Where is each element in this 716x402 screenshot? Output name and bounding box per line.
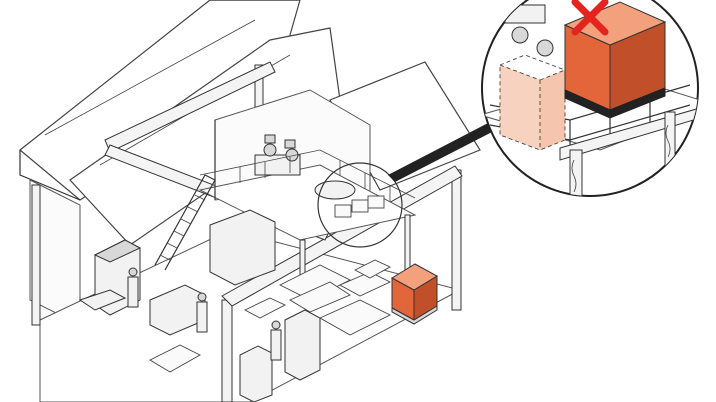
zoom-post: [569, 149, 583, 196]
monitor: [284, 139, 296, 149]
callout-pointer: [388, 122, 492, 182]
crate-pallet: [391, 305, 438, 325]
column-left: [31, 184, 41, 326]
roof-panel-back: [19, 0, 301, 201]
zoom-detail: [482, 1, 698, 196]
crate-top: [390, 263, 439, 291]
mezzanine-office: [154, 89, 417, 301]
column-front: [221, 299, 233, 402]
zoom-chair: [536, 39, 554, 57]
staircase: [154, 174, 216, 271]
pallet-boxes: [289, 281, 351, 313]
pallet-boxes: [354, 259, 391, 279]
column-right: [451, 169, 462, 311]
worker-body: [196, 301, 208, 333]
shop-floor: [39, 229, 462, 402]
focus-ring: [317, 162, 403, 248]
worker-head: [197, 292, 207, 302]
worker-head: [128, 267, 138, 277]
stored-box: [351, 199, 369, 213]
faded-crate-side: [540, 70, 565, 150]
meeting-table: [314, 180, 356, 200]
zoom-callout: [317, 0, 699, 248]
worker-head: [271, 320, 281, 330]
pallet-boxes: [338, 271, 392, 297]
pallet-boxes: [149, 344, 201, 373]
worker-body: [270, 329, 282, 361]
column-machine: [284, 309, 321, 381]
stored-box: [367, 195, 385, 209]
stored-box: [334, 204, 352, 218]
monitor: [264, 134, 276, 144]
mezzanine-post: [404, 214, 411, 271]
zoom-crate-pallet: [564, 87, 666, 119]
worker-body: [127, 276, 139, 308]
roof-panel-middle: [69, 27, 341, 246]
office-chair: [263, 143, 277, 157]
press-machine-top: [93, 239, 142, 263]
pallet-boxes: [319, 299, 392, 336]
column-machine-rear: [239, 345, 273, 402]
pallet-boxes: [244, 297, 287, 319]
zoom-post: [664, 111, 676, 173]
cross-mark-icon: [571, 0, 609, 36]
office-chair: [285, 148, 299, 162]
orange-crate: [390, 263, 439, 325]
pallet-boxes: [278, 264, 352, 301]
floor-equipment: [78, 209, 392, 402]
cnc-lathe: [209, 209, 276, 286]
workbench: [78, 289, 127, 311]
faded-crate: [500, 65, 540, 150]
zoom-chair: [511, 26, 529, 44]
